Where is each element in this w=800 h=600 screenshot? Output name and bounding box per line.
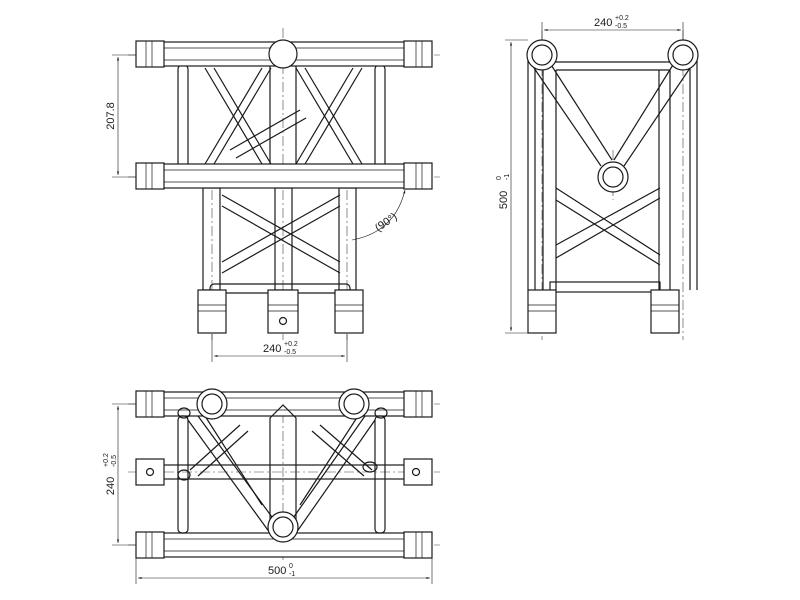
top-height-tol-lower: -0.5 bbox=[111, 455, 118, 467]
side-width-tol-lower: -0.5 bbox=[615, 23, 627, 30]
side-width-tol-upper: +0.2 bbox=[615, 15, 629, 22]
front-width-dimension: 240 bbox=[263, 343, 281, 355]
side-view: 240 +0.2 -0.5 500 0 -1 bbox=[496, 15, 699, 340]
side-height-tol-upper: 0 bbox=[496, 176, 503, 180]
top-view: 240 +0.2 -0.5 500 0 -1 bbox=[103, 388, 440, 584]
lower-x-bracing bbox=[221, 194, 341, 274]
top-chord-ends bbox=[196, 388, 370, 543]
front-angle-label: (90°) bbox=[373, 211, 400, 235]
front-view: 207.8 240 +0.2 -0.5 (90°) bbox=[105, 28, 440, 362]
top-width-dimension: 500 bbox=[268, 565, 286, 577]
upper-x-bracing bbox=[204, 67, 363, 165]
side-chord-ends bbox=[526, 39, 699, 193]
front-end-couplers bbox=[135, 40, 433, 190]
front-width-tol-upper: +0.2 bbox=[284, 341, 298, 348]
top-width-tol-upper: 0 bbox=[289, 563, 293, 570]
top-bracing bbox=[187, 415, 376, 534]
side-width-dimension: 240 bbox=[594, 17, 612, 29]
top-height-dimension: 240 bbox=[105, 477, 117, 495]
front-height-dimension: 207.8 bbox=[105, 102, 117, 130]
front-width-tol-lower: -0.5 bbox=[284, 349, 296, 356]
front-bottom-couplers bbox=[197, 289, 364, 334]
top-width-tol-lower: -1 bbox=[289, 571, 295, 578]
top-height-tol-upper: +0.2 bbox=[103, 453, 110, 467]
side-height-dimension: 500 bbox=[498, 191, 510, 209]
top-end-couplers bbox=[135, 390, 433, 559]
side-height-tol-lower: -1 bbox=[504, 174, 511, 180]
chord-end-circle bbox=[268, 39, 298, 69]
